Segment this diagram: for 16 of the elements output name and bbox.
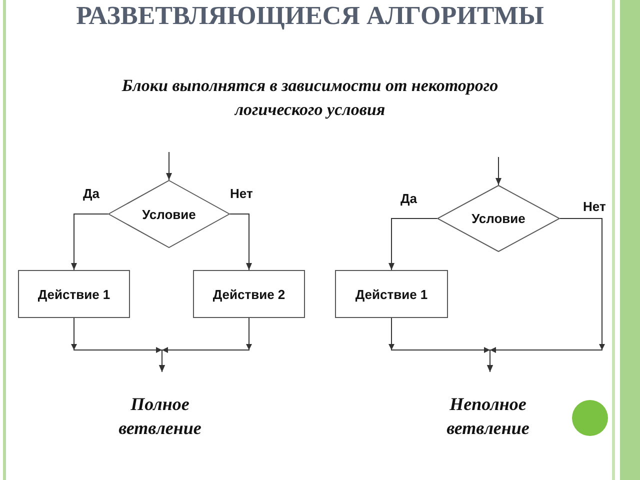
process-box (335, 270, 448, 318)
action-label: Действие 1 (38, 286, 110, 302)
edge-label: Нет (229, 186, 254, 201)
condition-label: Условие (472, 211, 526, 226)
decision-diamond (108, 180, 230, 248)
process-box (18, 270, 130, 318)
action-label: Действие 2 (212, 286, 286, 302)
process-box (193, 270, 305, 318)
decision-diamond (437, 185, 560, 252)
action-label: Действие 1 (355, 286, 428, 302)
caption: Неполное ветвление (446, 393, 530, 440)
subtitle: Блоки выполнятся в зависимости от некоторого логического условия (120, 75, 500, 121)
title: РАЗВЕТВЛЯЮЩИЕСЯ АЛГОРИТМЫ (75, 2, 545, 30)
condition-label: Условие (142, 206, 196, 222)
caption: Полное ветвление (118, 393, 202, 440)
edge-label: Да (82, 186, 100, 201)
